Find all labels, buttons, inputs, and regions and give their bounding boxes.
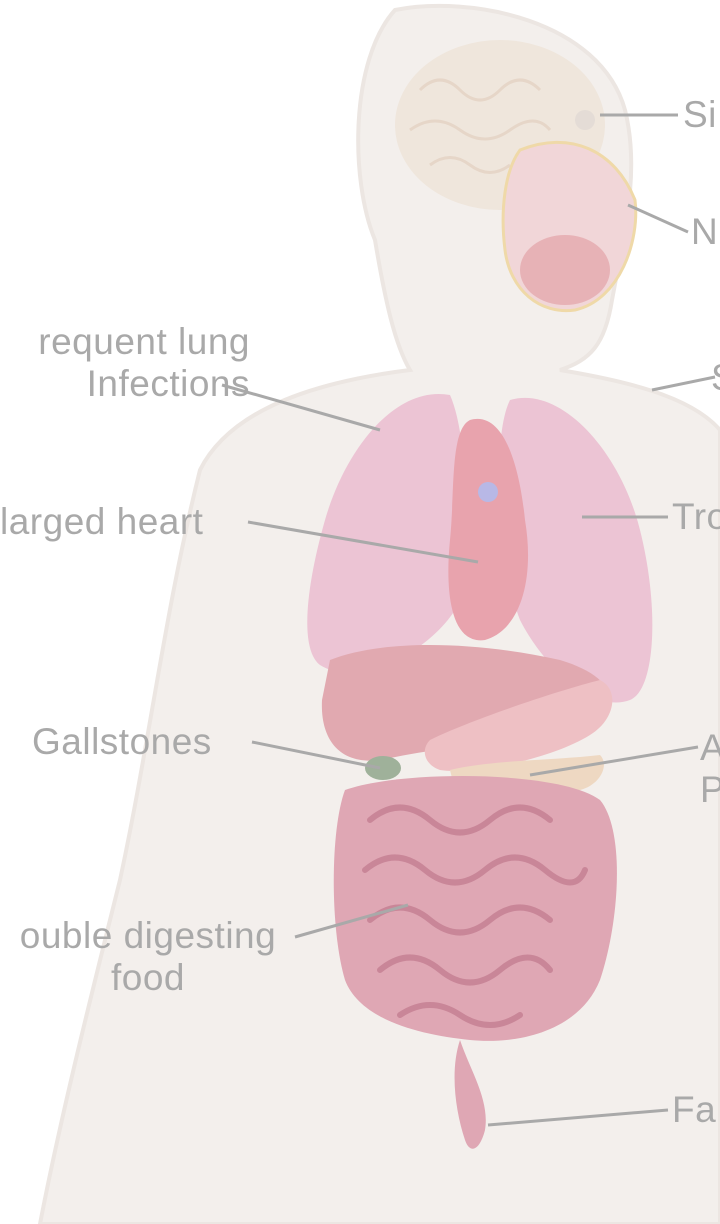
- mouth-cavity: [520, 235, 610, 305]
- left-lung: [307, 393, 466, 673]
- nose-leader: [627, 203, 689, 234]
- label-lung-infections: requent lung Infections: [38, 321, 250, 404]
- label-pancreas: A P: [700, 727, 720, 810]
- label-trouble-breathing: Tro: [672, 496, 720, 537]
- label-enlarged-heart: larged heart: [0, 501, 204, 542]
- fatty-leader: [487, 1108, 669, 1127]
- pancreas-leader: [529, 745, 699, 777]
- right-lung: [499, 397, 653, 703]
- intestines: [333, 776, 617, 1041]
- heart-vessel: [478, 482, 498, 502]
- brain-folds: [409, 78, 552, 174]
- sweat-leader: [651, 375, 716, 392]
- label-nose: N: [691, 211, 719, 252]
- label-sweat: S: [711, 357, 720, 399]
- lung-leader: [221, 383, 381, 432]
- heart: [448, 418, 529, 641]
- heart-leader: [247, 520, 479, 564]
- gallstones-leader: [251, 740, 381, 770]
- sinus-spot: [575, 110, 595, 130]
- colon: [454, 1040, 486, 1149]
- stomach: [424, 680, 613, 771]
- intestine-coils: [362, 804, 588, 1028]
- label-gallstones: Gallstones: [32, 721, 212, 762]
- label-sinus: Si: [683, 94, 717, 135]
- label-trouble-digesting: ouble digesting food: [19, 915, 277, 998]
- digesting-leader: [294, 903, 409, 939]
- label-fatty-stool: Fa: [672, 1089, 717, 1130]
- gallbladder: [365, 756, 401, 780]
